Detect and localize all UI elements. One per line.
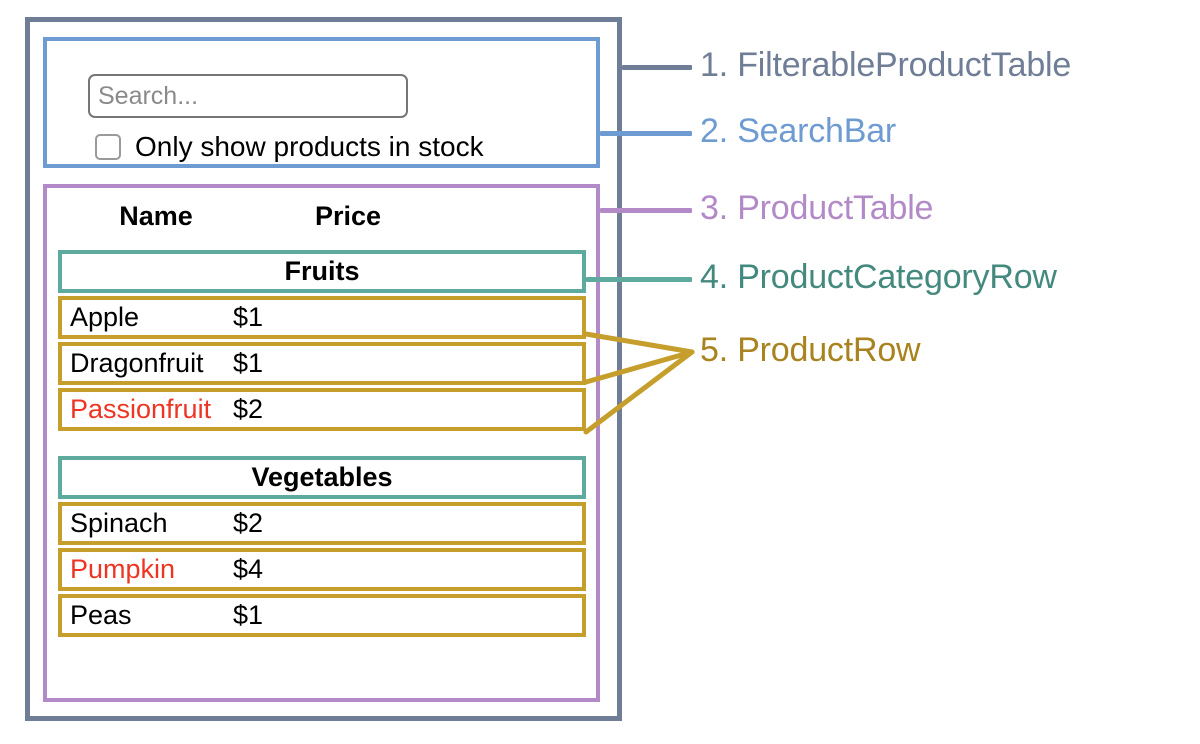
- legend-label-product-row: 5. ProductRow: [700, 331, 921, 369]
- product-table-frame: [43, 184, 600, 702]
- in-stock-checkbox-label: Only show products in stock: [135, 131, 484, 162]
- product-price: $1: [233, 348, 264, 378]
- group-spacer: [58, 434, 586, 456]
- product-name: Dragonfruit: [70, 348, 204, 378]
- product-row: Spinach $2: [58, 502, 586, 545]
- product-row: Passionfruit $2: [58, 388, 586, 431]
- search-input[interactable]: [88, 74, 408, 118]
- product-price: $2: [233, 394, 264, 424]
- product-category-row: Fruits: [58, 250, 586, 293]
- product-row: Pumpkin $4: [58, 548, 586, 591]
- search-bar-frame: [43, 37, 600, 168]
- product-row: Peas $1: [58, 594, 586, 637]
- product-name: Pumpkin: [70, 554, 176, 584]
- product-price: $1: [233, 302, 264, 332]
- product-table-header: Name Price: [58, 197, 586, 235]
- product-category-label: Fruits: [284, 256, 360, 286]
- legend-label-filterable-product-table: 1. FilterableProductTable: [700, 46, 1072, 84]
- in-stock-filter-row[interactable]: Only show products in stock: [95, 128, 565, 166]
- product-price: $2: [233, 508, 264, 538]
- product-name: Passionfruit: [70, 394, 212, 424]
- connector-line-product-table: [600, 208, 692, 213]
- product-name: Peas: [70, 600, 132, 630]
- connector-line-search-bar: [600, 131, 692, 136]
- connector-line-filterable-product-table: [622, 65, 692, 70]
- product-category-label: Vegetables: [251, 462, 393, 492]
- column-header-price: Price: [314, 200, 382, 231]
- product-row: Apple $1: [58, 296, 586, 339]
- connector-line-product-category-row: [586, 277, 692, 282]
- column-header-name: Name: [119, 200, 193, 231]
- product-name: Apple: [70, 302, 140, 332]
- legend-label-product-table: 3. ProductTable: [700, 189, 934, 227]
- product-price: $1: [233, 600, 264, 630]
- legend-label-product-category-row: 4. ProductCategoryRow: [700, 258, 1057, 296]
- legend-label-search-bar: 2. SearchBar: [700, 112, 897, 150]
- product-row: Dragonfruit $1: [58, 342, 586, 385]
- in-stock-checkbox[interactable]: [95, 134, 121, 160]
- product-name: Spinach: [70, 508, 168, 538]
- product-price: $4: [233, 554, 264, 584]
- product-category-row: Vegetables: [58, 456, 586, 499]
